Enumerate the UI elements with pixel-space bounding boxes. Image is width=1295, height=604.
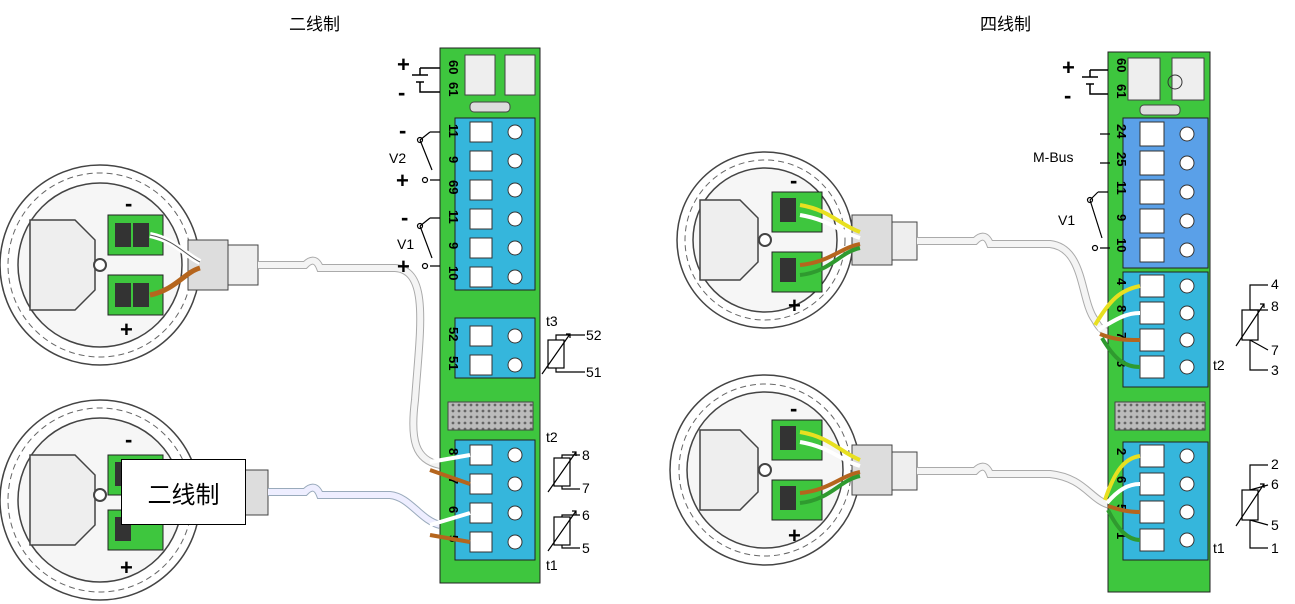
- left-term-v2-11: 11: [446, 124, 461, 138]
- right-term-6: 6: [1114, 476, 1129, 483]
- right-term-2: 2: [1114, 448, 1129, 455]
- left-term-v1-11: 11: [446, 210, 461, 224]
- left-board-screws: [507, 124, 523, 550]
- title-four-wire: 四线制: [980, 15, 1031, 34]
- right-term-7: 7: [1114, 332, 1129, 339]
- right-term-v1-11: 11: [1114, 181, 1129, 195]
- t1-wire-5-left: 5: [582, 540, 590, 556]
- v1-plus: +: [397, 254, 410, 279]
- right-term-8: 8: [1114, 305, 1129, 312]
- v2-minus: -: [399, 118, 406, 143]
- left-term-v2-69: 69: [446, 180, 461, 194]
- t2-wire-8-left: 8: [582, 447, 590, 463]
- right-mbus-v1-lines: [1086, 133, 1110, 252]
- left-term-61: 61: [446, 82, 461, 96]
- two-wire-overlay-label: 二线制: [121, 459, 246, 525]
- t3-label: t3: [546, 313, 558, 329]
- right-t2-label: t2: [1213, 357, 1225, 373]
- right-t2-wire-4: 4: [1271, 276, 1279, 292]
- right-top-plus: +: [788, 293, 801, 318]
- t3-wire-51: 51: [586, 364, 602, 380]
- left-term-7: 7: [446, 477, 461, 484]
- left-board-slots: [469, 121, 493, 553]
- right-term-25: 25: [1114, 152, 1129, 166]
- right-power-symbol: [1082, 69, 1108, 95]
- right-t1-wire-1: 1: [1271, 540, 1279, 556]
- left-top-plus: +: [120, 317, 133, 342]
- left-sensor-top: [0, 164, 259, 366]
- right-rtd-symbols: [1235, 284, 1269, 549]
- title-two-wire: 二线制: [289, 15, 340, 34]
- v2-label: V2: [389, 150, 406, 166]
- right-term-24: 24: [1114, 124, 1129, 139]
- left-top-minus: -: [125, 191, 132, 216]
- right-power-minus: -: [1064, 83, 1071, 108]
- t2-label-left: t2: [546, 429, 558, 445]
- left-cables: [258, 256, 442, 529]
- right-board-slots: [1139, 121, 1165, 552]
- t1-label-left: t1: [546, 557, 558, 573]
- right-sensor-top: [676, 151, 918, 329]
- mbus-label: M-Bus: [1033, 149, 1073, 165]
- left-power-minus: -: [398, 80, 405, 105]
- left-term-51: 51: [446, 356, 461, 370]
- right-term-v1-10: 10: [1114, 238, 1129, 252]
- right-term-1: 1: [1114, 532, 1129, 539]
- left-wire-ends: [429, 453, 471, 544]
- right-term-4: 4: [1114, 278, 1129, 286]
- left-power-plus: +: [397, 52, 410, 77]
- right-t2-wire-8: 8: [1271, 298, 1279, 314]
- right-t1-label: t1: [1213, 540, 1225, 556]
- left-bottom-plus: +: [120, 555, 133, 580]
- right-term-61: 61: [1114, 84, 1129, 98]
- left-term-6: 6: [446, 506, 461, 513]
- right-top-minus: -: [790, 168, 797, 193]
- right-t2-wire-3: 3: [1271, 362, 1279, 378]
- t3-wire-52: 52: [586, 327, 602, 343]
- left-term-8: 8: [446, 448, 461, 455]
- left-power-symbol: [412, 67, 440, 93]
- right-t1-wire-2: 2: [1271, 456, 1279, 472]
- right-term-v1-9: 9: [1114, 214, 1129, 221]
- right-cables: [917, 232, 1112, 509]
- left-term-v1-10: 10: [446, 266, 461, 280]
- left-rtd-symbols: [541, 333, 585, 552]
- right-wire-ends: [1093, 284, 1141, 542]
- v1-minus: -: [401, 205, 408, 230]
- t1-wire-6-left: 6: [582, 507, 590, 523]
- right-t1-wire-5: 5: [1271, 517, 1279, 533]
- right-t1-wire-6: 6: [1271, 476, 1279, 492]
- left-switch-symbols: [416, 131, 440, 270]
- v1-label: V1: [397, 236, 414, 252]
- right-term-60: 60: [1114, 58, 1129, 72]
- right-board-screws: [1179, 126, 1195, 548]
- v2-plus: +: [396, 168, 409, 193]
- left-term-52: 52: [446, 327, 461, 341]
- right-power-plus: +: [1062, 55, 1075, 80]
- left-term-60: 60: [446, 60, 461, 74]
- right-bottom-minus: -: [790, 396, 797, 421]
- t2-wire-7-left: 7: [582, 480, 590, 496]
- left-term-v1-9: 9: [446, 242, 461, 249]
- right-term-5: 5: [1114, 504, 1129, 511]
- left-bottom-minus: -: [125, 427, 132, 452]
- right-bottom-plus: +: [788, 523, 801, 548]
- right-v1-label: V1: [1058, 212, 1075, 228]
- left-term-v2-9: 9: [446, 156, 461, 163]
- right-sensor-bottom: [669, 374, 918, 566]
- right-t2-wire-7: 7: [1271, 342, 1279, 358]
